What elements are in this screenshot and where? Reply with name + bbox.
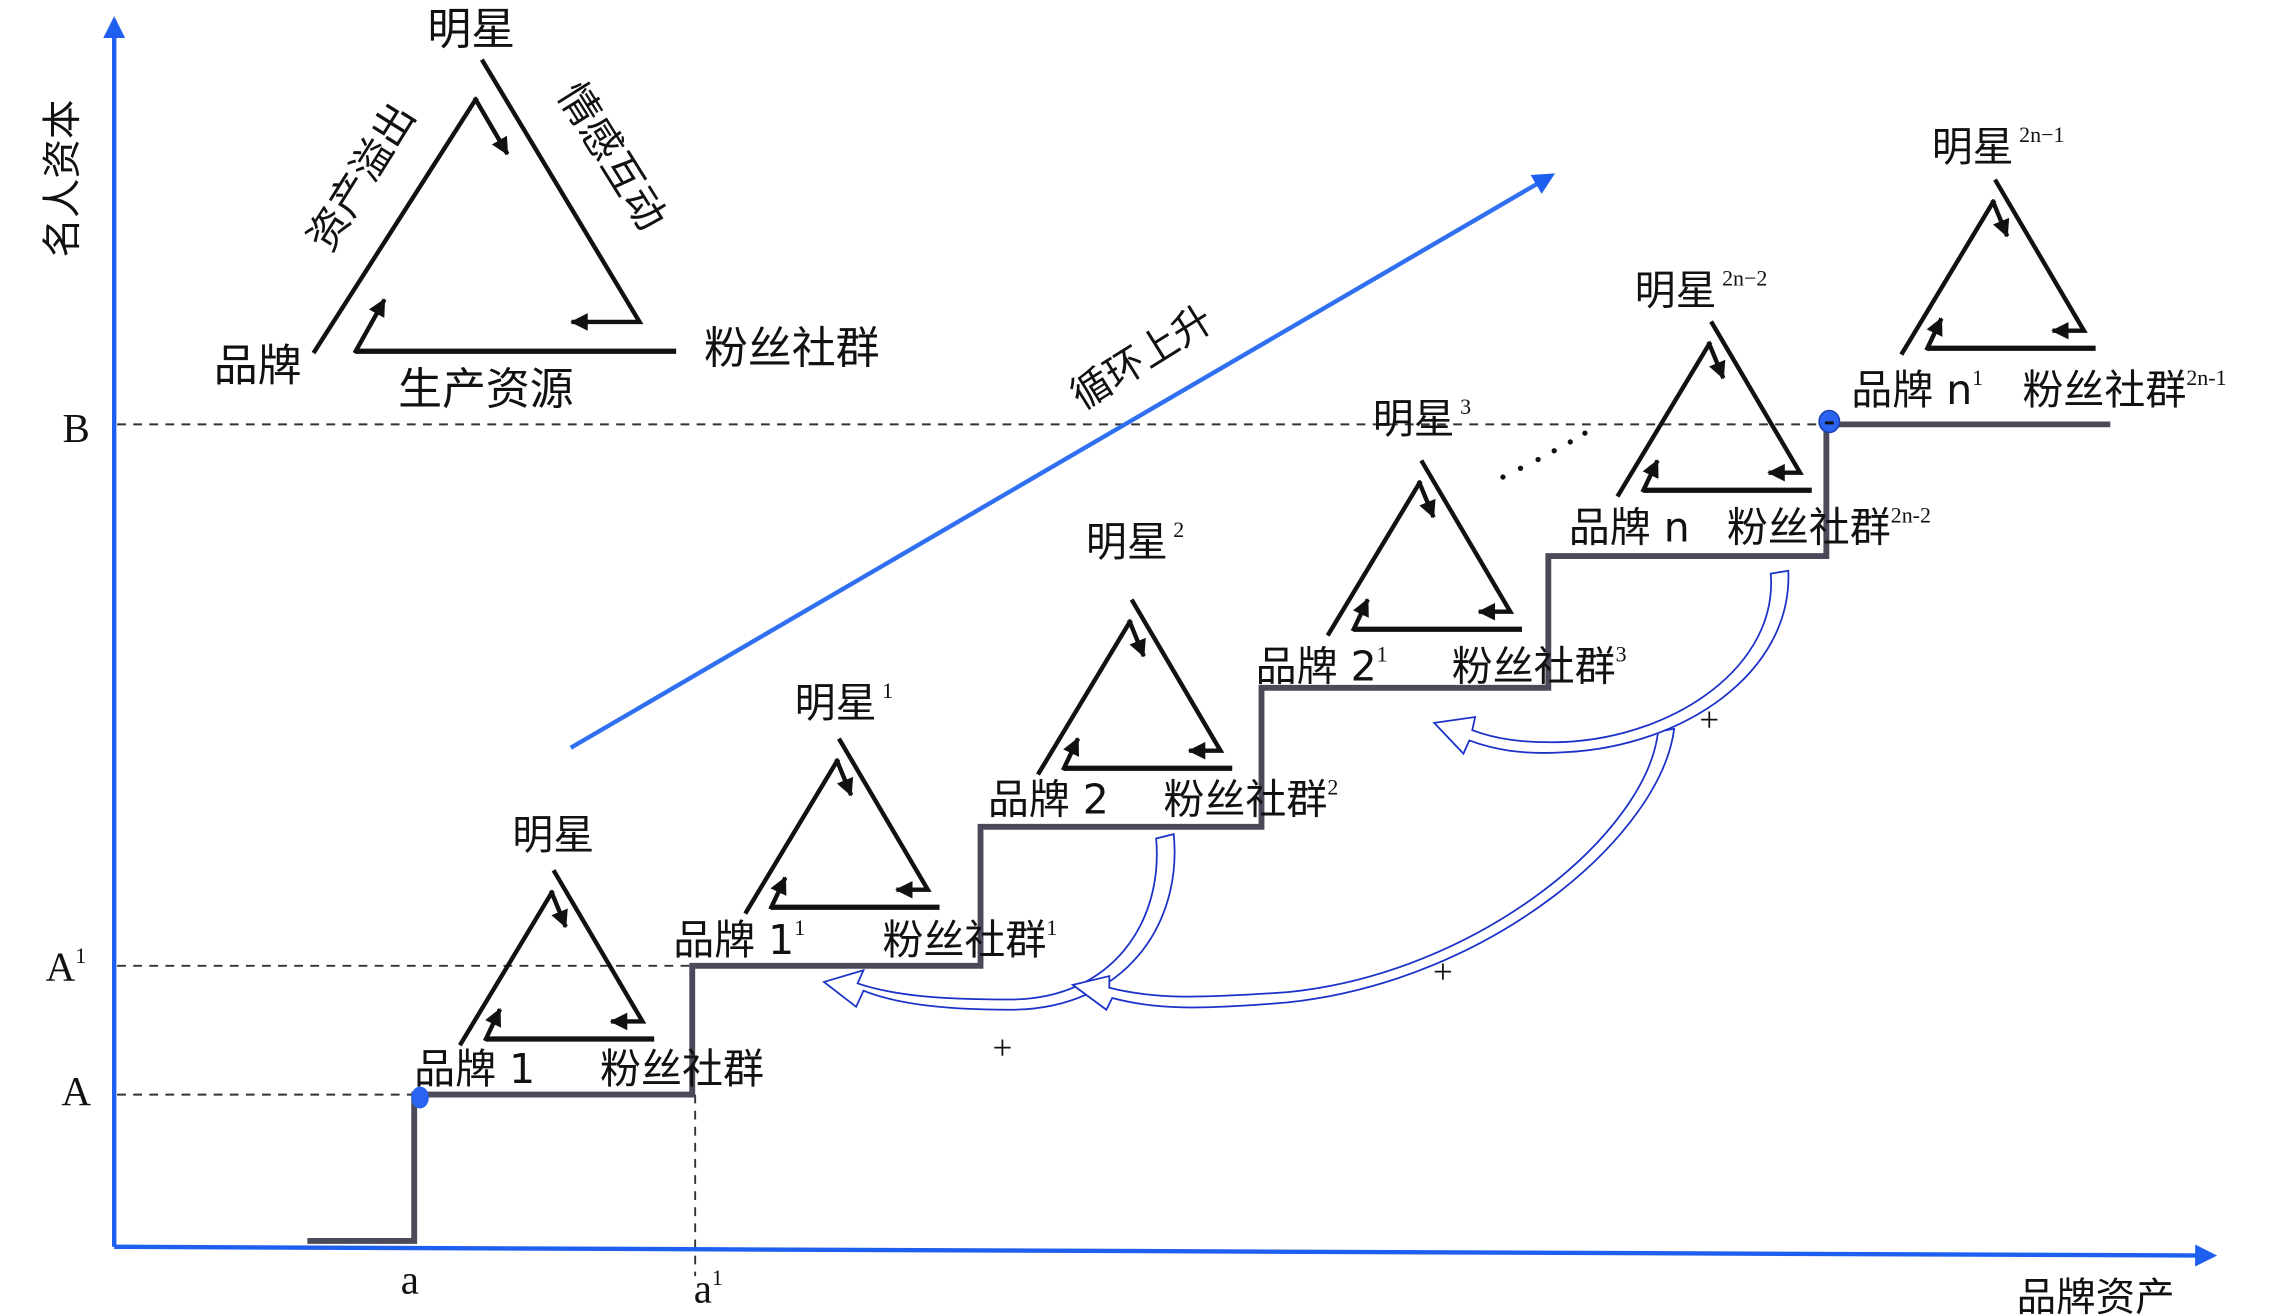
x-axis xyxy=(114,1244,2218,1267)
model-left-edge xyxy=(311,96,479,355)
stage-left-arrow xyxy=(1061,737,1081,772)
stage-fans-label: 粉丝社群3 xyxy=(1452,641,1627,690)
stage-right-edge xyxy=(1993,178,2088,340)
stage-fans-label: 粉丝社群1 xyxy=(882,915,1057,964)
y-tick-A: A xyxy=(61,1068,91,1114)
stage-fans-label: 粉丝社群 xyxy=(600,1045,764,1093)
stage-triangle: 明星 2n−2 品牌 n 粉丝社群2n-2 xyxy=(1569,265,1931,551)
stage-left-arrow xyxy=(482,1008,502,1042)
stage-left-arrow xyxy=(768,876,788,911)
stage-triangle: 明星 3 品牌 21 粉丝社群3 xyxy=(1256,394,1627,690)
stage-left-edge xyxy=(743,757,841,915)
stage-left-edge xyxy=(1036,618,1133,776)
stage-brand-label: 品牌 1 xyxy=(414,1045,535,1093)
axes xyxy=(103,16,2218,1267)
stage-right-edge xyxy=(1129,598,1225,760)
stage-left-edge xyxy=(1325,479,1423,637)
y-axis-label: 名人资本 xyxy=(40,100,86,258)
model-left-arrow xyxy=(352,298,387,355)
stage-brand-label: 品牌 2 xyxy=(988,776,1109,824)
plus-sign-3: + xyxy=(1699,701,1719,740)
stage-triangle: 明星 2n−1 品牌 n1 粉丝社群2n-1 xyxy=(1851,122,2226,414)
guide-lines xyxy=(117,423,1827,1277)
stage-star-label: 明星 xyxy=(512,811,594,859)
stage-left-edge xyxy=(458,889,555,1047)
stage-right-edge xyxy=(1709,320,1804,482)
y-tick-B: B xyxy=(62,405,89,451)
model-triangle: 明星 品牌 粉丝社群 资产溢出 情感互动 生产资源 xyxy=(214,4,880,415)
model-apex-arrow xyxy=(472,96,510,156)
stage-star-label: 明星 2n−2 xyxy=(1635,265,1768,314)
model-right-edge xyxy=(479,58,644,331)
y-tick-A1: A1 xyxy=(46,943,87,990)
model-top-label: 明星 xyxy=(427,4,515,55)
stage-apex-arrow xyxy=(834,758,854,797)
model-right-label: 粉丝社群 xyxy=(704,323,880,374)
stage-triangle: 明星 1 品牌 11 粉丝社群1 xyxy=(673,678,1057,964)
model-edge-left-label: 资产溢出 xyxy=(298,95,426,259)
upward-trend-arrow xyxy=(569,173,1556,750)
x-axis-label: 品牌资产 xyxy=(2017,1275,2175,1315)
stage-triangle: 明星 2 品牌 2 粉丝社群2 xyxy=(988,517,1338,824)
feedback-arrow-3 xyxy=(1432,569,1790,756)
stage-fans-label: 粉丝社群2 xyxy=(1163,775,1338,824)
stage-apex-arrow xyxy=(1126,619,1146,658)
start-point-marker xyxy=(411,1086,429,1109)
model-edge-right-label: 情感互动 xyxy=(548,74,676,238)
x-tick-a1: a1 xyxy=(694,1265,723,1312)
stage-left-edge xyxy=(1899,198,1997,356)
feedback-arrows: + + + xyxy=(822,569,1790,1067)
plus-sign-2: + xyxy=(1433,952,1453,991)
trend-label: 循环上升 xyxy=(1063,296,1221,419)
stage-apex-arrow xyxy=(548,889,568,929)
feedback-arrow-2 xyxy=(1070,727,1676,1012)
plus-sign-1: + xyxy=(993,1028,1013,1067)
model-left-label: 品牌 xyxy=(214,340,302,391)
stage-brand-label: 品牌 11 xyxy=(673,915,805,964)
stage-brand-label: 品牌 n xyxy=(1569,503,1690,551)
stage-fans-label: 粉丝社群2n-1 xyxy=(2022,365,2226,414)
x-tick-a: a xyxy=(401,1257,419,1303)
ellipsis-dots xyxy=(1500,430,1588,480)
stage-fans-label: 粉丝社群2n-2 xyxy=(1727,502,1931,551)
stage-right-edge xyxy=(837,737,932,899)
stage-left-arrow xyxy=(1924,317,1944,352)
model-edge-bottom-label: 生产资源 xyxy=(398,364,574,415)
stage-left-arrow xyxy=(1640,459,1660,494)
stage-left-edge xyxy=(1615,340,1713,498)
stage-star-label: 明星 2 xyxy=(1086,517,1184,566)
stage-brand-label: 品牌 n1 xyxy=(1851,365,1983,414)
stage-star-label: 明星 1 xyxy=(795,678,893,727)
stage-star-label: 明星 2n−1 xyxy=(1932,122,2065,171)
stage-brand-label: 品牌 21 xyxy=(1256,641,1388,690)
growth-staircase xyxy=(307,421,2111,1244)
stage-left-arrow xyxy=(1350,598,1370,633)
stage-star-label: 明星 3 xyxy=(1373,394,1471,443)
stage-right-edge xyxy=(1419,459,1515,621)
stage-apex-arrow xyxy=(1990,199,2010,238)
stage-right-edge xyxy=(551,869,647,1031)
feedback-arrow-1 xyxy=(822,833,1176,1011)
stage-apex-arrow xyxy=(1706,341,1726,380)
stage-apex-arrow xyxy=(1416,480,1436,519)
